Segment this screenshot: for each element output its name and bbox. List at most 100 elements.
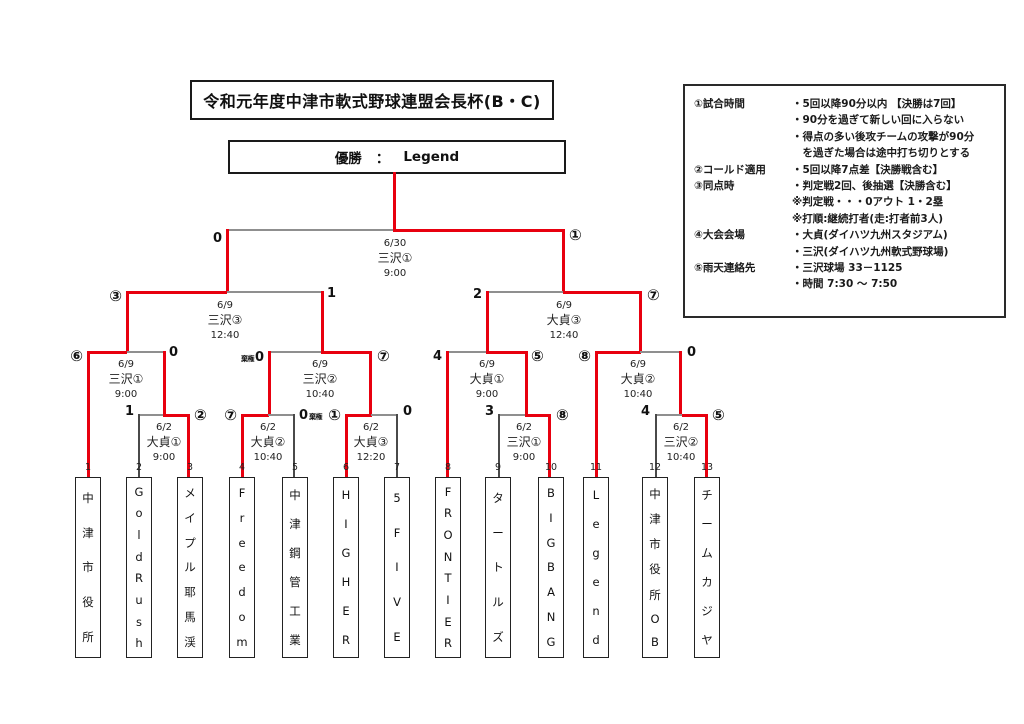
- team-seed: 12: [648, 462, 662, 473]
- tournament-title-box: 令和元年度中津市軟式野球連盟会長杯(B・C): [190, 80, 554, 120]
- winner-path-line: [345, 414, 372, 417]
- match-label-r1m2: 6/2 大貞② 10:40: [223, 420, 313, 465]
- winner-path-line: [563, 291, 641, 294]
- winner-path-line: [87, 351, 90, 477]
- score-r1m3-right: 0: [403, 404, 413, 419]
- rule-row: ②コールド適用・5回以降7点差【決勝戦含む】: [694, 162, 998, 178]
- score-r1m4-right: ⑧: [556, 406, 569, 424]
- team-seed: 5: [291, 462, 299, 473]
- team-seed: 6: [342, 462, 350, 473]
- winner-path-line: [525, 414, 551, 417]
- match-date: 6/9: [311, 359, 329, 370]
- score-qf3-left: 4: [432, 349, 442, 364]
- match-venue: 大貞②: [250, 435, 286, 449]
- rule-row: ③同点時・判定戦2回、後抽選【決勝含む】: [694, 178, 998, 194]
- rule-label: ②コールド適用: [694, 163, 766, 176]
- score-sf2-left: 2: [472, 287, 482, 302]
- rule-text: ※判定戦・・・0アウト 1・2塁: [792, 196, 944, 209]
- winner-path-line: [345, 414, 348, 477]
- match-time: 9:00: [114, 389, 138, 400]
- bracket-line: [226, 229, 394, 231]
- match-time: 9:00: [512, 452, 536, 463]
- match-label-qf4: 6/9 大貞② 10:40: [593, 357, 683, 402]
- bracket-line: [293, 414, 295, 477]
- bracket-line: [138, 414, 140, 477]
- team-name: タートルズ: [492, 491, 504, 644]
- winner-path-line: [595, 351, 598, 477]
- winner-path-line: [241, 414, 269, 417]
- match-label-qf1: 6/9 三沢① 9:00: [81, 357, 171, 402]
- rule-row: ⑤雨天連絡先・三沢球場 33－1125: [694, 260, 998, 276]
- bracket-line: [655, 414, 657, 477]
- score-qf4-right: 0: [687, 345, 697, 360]
- score-qf1-right: 0: [169, 345, 179, 360]
- match-venue: 三沢③: [207, 313, 243, 327]
- match-venue: 大貞③: [546, 313, 582, 327]
- match-time: 10:40: [253, 452, 283, 463]
- winner-path-line: [226, 229, 229, 292]
- bracket-line: [396, 414, 398, 477]
- winner-path-line: [705, 414, 708, 477]
- team-box: チームカジヤ: [694, 477, 720, 658]
- bracket-line: [498, 414, 500, 477]
- team-seed: 2: [135, 462, 143, 473]
- rules-panel: ①試合時間・5回以降90分以内 【決勝は7回】 ・90分を過ぎて新しい回に入らな…: [683, 84, 1006, 318]
- rule-label: ⑤雨天連絡先: [694, 262, 756, 275]
- match-venue: 三沢②: [663, 435, 699, 449]
- team-seed: 10: [544, 462, 558, 473]
- match-time: 9:00: [152, 452, 176, 463]
- score-r1m1-right: ②: [194, 406, 207, 424]
- rule-label: ④大会会場: [694, 229, 745, 242]
- winner-path-line: [87, 351, 127, 354]
- winner-path-line: [126, 291, 227, 294]
- match-venue: 大貞①: [146, 435, 182, 449]
- match-time: 12:40: [210, 330, 240, 341]
- team-name: 中津市役所: [82, 491, 94, 644]
- champion-name: Legend: [403, 149, 460, 165]
- match-date: 6/2: [515, 422, 533, 433]
- match-time: 9:00: [383, 268, 407, 279]
- team-box: タートルズ: [485, 477, 511, 658]
- match-date: 6/2: [672, 422, 690, 433]
- winner-path-line: [595, 351, 641, 354]
- bracket-line: [371, 414, 398, 416]
- team-seed: 7: [393, 462, 401, 473]
- team-seed: 9: [494, 462, 502, 473]
- champion-colon: ：: [375, 151, 390, 167]
- winner-path-line: [393, 229, 565, 232]
- winner-path-line: [486, 291, 489, 352]
- rule-row: ④大会会場 ・大貞(ダイハツ九州スタジアム): [694, 227, 998, 243]
- score-r1m2-right: 0 棄権: [299, 408, 323, 423]
- match-time: 12:20: [356, 452, 386, 463]
- bracket-line: [640, 351, 682, 353]
- bracket-line: [446, 351, 487, 353]
- rule-text: を過ぎた場合は途中打ち切りとする: [792, 147, 971, 160]
- winner-path-line: [187, 414, 190, 477]
- winner-path-line: [321, 351, 372, 354]
- score-qf1-left: ⑥: [70, 347, 83, 365]
- rule-text: ・三沢(ダイハツ九州軟式野球場): [792, 245, 949, 258]
- match-time: 10:40: [666, 452, 696, 463]
- score-qf4-left: ⑧: [578, 347, 591, 365]
- winner-path-line: [548, 414, 551, 477]
- team-box: 中津鋼管工業: [282, 477, 308, 658]
- match-date: 6/30: [383, 238, 407, 249]
- rule-text: ・5回以降90分以内 【決勝は7回】: [792, 98, 962, 110]
- match-date: 6/9: [117, 359, 135, 370]
- rule-text: ・大貞(ダイハツ九州スタジアム): [792, 229, 948, 242]
- winner-path-line: [525, 351, 528, 415]
- score-qf2-left: 棄権 0: [241, 350, 264, 365]
- winner-path-line: [446, 351, 449, 477]
- match-time: 12:40: [549, 330, 579, 341]
- score-final-left: 0: [212, 231, 222, 246]
- match-date: 6/9: [629, 359, 647, 370]
